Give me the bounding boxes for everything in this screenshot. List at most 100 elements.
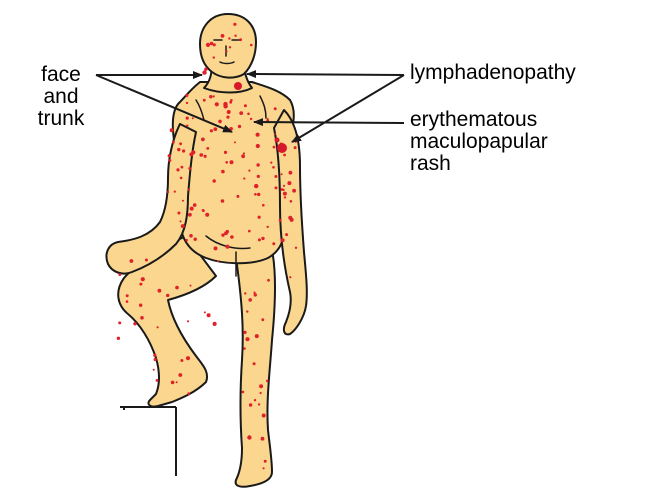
rash-spot (227, 110, 231, 114)
rash-spot (202, 209, 205, 212)
rash-spot (272, 242, 275, 245)
rash-spot (283, 154, 286, 157)
rash-spot (204, 155, 207, 158)
rash-spot (254, 193, 257, 196)
rash-spot (177, 212, 180, 215)
rash-spot (225, 161, 228, 164)
rash-spot (225, 245, 229, 249)
rash-spot (285, 233, 288, 236)
rash-spot (204, 311, 206, 313)
rash-spot (210, 42, 213, 45)
rash-spot (176, 168, 179, 171)
rash-spot (206, 147, 209, 150)
rash-spot (257, 193, 260, 196)
rash-spot (194, 238, 197, 241)
rash-spot (215, 102, 219, 106)
rash-spot (190, 207, 194, 211)
rash-spot (181, 166, 184, 169)
body-silhouette (106, 14, 306, 487)
rash-spot (221, 233, 224, 236)
rash-spot (290, 200, 293, 203)
rash-spot (224, 231, 228, 235)
rash-spot (186, 102, 188, 104)
rash-spot (145, 259, 148, 262)
rash-spot (241, 154, 245, 158)
rash-spot (246, 310, 248, 312)
rash-spot (258, 238, 261, 241)
rash-spot (179, 142, 182, 145)
rash-spot (243, 331, 246, 334)
lymph-node-neck (234, 82, 242, 90)
rash-spot (226, 116, 229, 119)
lymph-node-axilla-small (275, 138, 280, 143)
rash-spot (283, 192, 287, 196)
rash-spot (205, 213, 209, 217)
rash-spot (256, 144, 260, 148)
rash-spot (254, 293, 257, 296)
rash-spot (207, 313, 211, 317)
lymph-node-axilla (277, 143, 287, 153)
rash-spot (171, 381, 175, 385)
rash-spot (263, 467, 265, 469)
rash-spot (270, 162, 272, 164)
rash-spot (213, 95, 215, 97)
rash-spot (289, 171, 293, 175)
rash-spot (257, 175, 260, 178)
rash-spot (244, 104, 247, 107)
rash-spot (176, 381, 178, 383)
rash-spot (225, 50, 227, 52)
rash-spot (153, 354, 156, 357)
rash-spot (166, 294, 169, 297)
rash-spot (182, 200, 184, 202)
rash-spot (279, 219, 282, 222)
rash-spot (233, 23, 236, 26)
rash-spot (256, 163, 259, 166)
rash-spot (273, 146, 276, 149)
rash-spot (189, 234, 193, 238)
rash-spot (250, 44, 253, 47)
rash-spot (185, 94, 188, 97)
rash-spot (287, 181, 291, 185)
arrow-lymph-axilla (292, 75, 404, 142)
rash-spot (283, 185, 285, 187)
rash-spot (288, 216, 292, 220)
rash-spot (274, 133, 276, 135)
rash-spot (272, 166, 275, 169)
rash-spot (118, 321, 121, 324)
rash-spot (186, 117, 189, 120)
rash-spot (247, 435, 251, 439)
rash-spot (295, 247, 297, 249)
rash-spot (177, 148, 180, 151)
rash-spot (281, 173, 283, 175)
rash-spot (261, 318, 264, 321)
rash-spot (181, 224, 185, 228)
rash-spot (139, 283, 142, 286)
rash-spot (182, 149, 185, 152)
arrow-rash (254, 122, 404, 123)
rash-spot (157, 326, 159, 328)
rash-spot (228, 37, 230, 39)
rash-spot (193, 203, 197, 207)
rash-spot (201, 138, 205, 142)
rash-spot (203, 99, 206, 102)
rash-spot (221, 199, 225, 203)
rash-spot (218, 120, 222, 124)
rash-spot (264, 460, 267, 463)
rash-spot (230, 235, 234, 239)
rash-spot (294, 146, 297, 149)
rash-spot (174, 191, 176, 193)
rash-spot (217, 260, 219, 262)
rash-spot (168, 159, 171, 162)
rash-spot (213, 322, 217, 326)
rash-spot (133, 322, 136, 325)
rash-spot (261, 237, 264, 240)
rash-spot (254, 184, 258, 188)
rash-spot (239, 111, 243, 115)
rash-spot (267, 226, 269, 228)
rash-spot (180, 177, 183, 180)
rash-spot (117, 337, 120, 340)
rash-spot (156, 379, 159, 382)
rash-spot (245, 337, 249, 341)
label-lymphadenopathy: lymphadenopathy (410, 62, 576, 84)
